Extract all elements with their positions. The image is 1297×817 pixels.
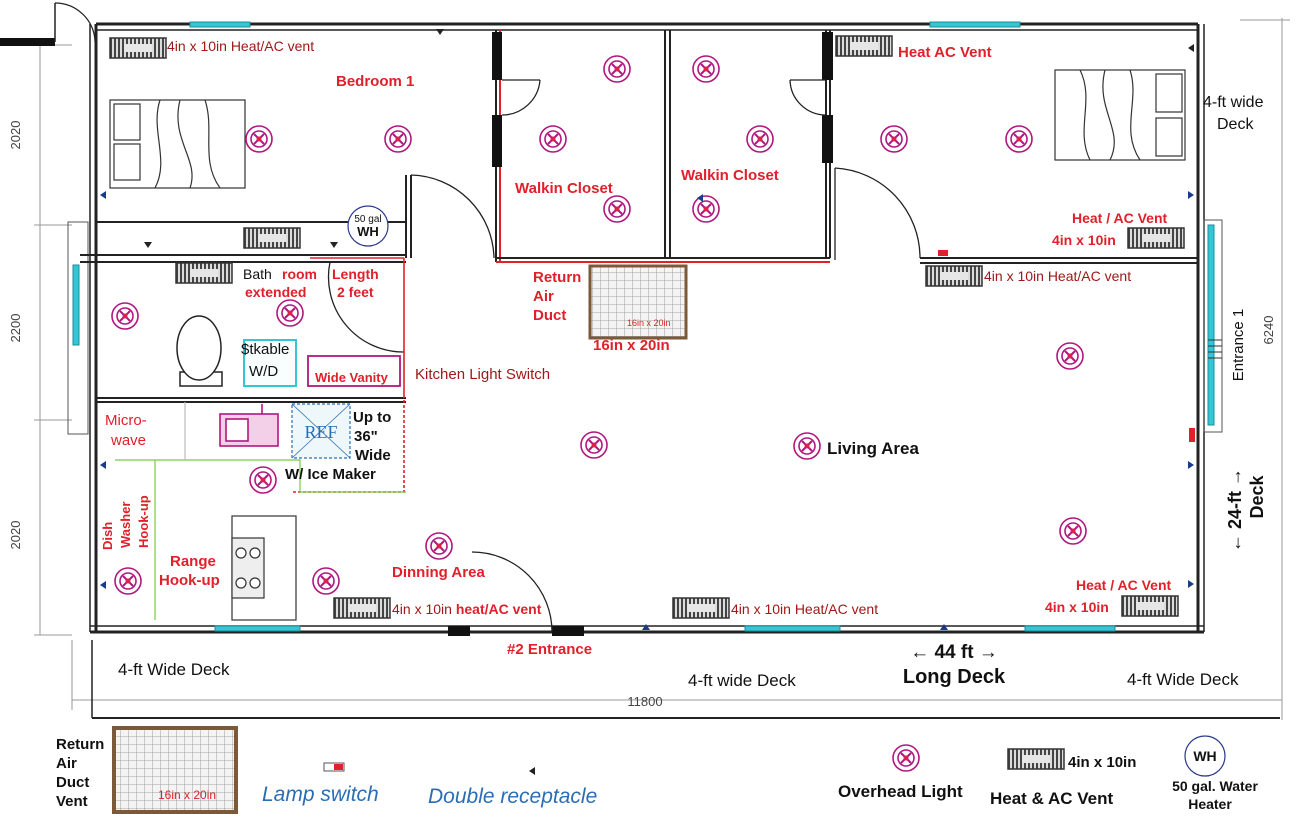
label-bath: Bath — [243, 266, 272, 282]
dim-left-bottom: 2020 — [8, 521, 23, 550]
entrance1-door — [1208, 339, 1222, 359]
label-vent-bottom-mid: 4in x 10in Heat/AC vent — [731, 601, 878, 617]
label-living-area: Living Area — [827, 439, 919, 458]
stackable-wd-box — [243, 339, 297, 387]
label-length-value: 2 feet — [337, 284, 374, 300]
label-dishwasher-1: Dish — [100, 522, 115, 550]
dimension-lines — [34, 18, 1290, 720]
legend-overhead-light: Overhead Light — [838, 782, 963, 801]
label-deck-bottom-left: 4-ft Wide Deck — [118, 660, 230, 679]
legend-heat-ac-size: 4in x 10in — [1068, 754, 1136, 771]
label-entrance2: #2 Entrance — [507, 641, 592, 658]
label-vent-bottom-left: 4in x 10in heat/AC vent — [392, 601, 542, 617]
vanity — [307, 355, 401, 387]
label-long-deck-2: Long Deck — [903, 666, 1006, 688]
door-swings — [327, 79, 921, 633]
label-wide-vanity: Wide Vanity — [315, 370, 389, 385]
label-ref-note-3: Wide — [355, 447, 391, 464]
legend-water-heater-1: 50 gal. Water — [1172, 778, 1258, 794]
label-return-duct-size: 16in x 20in — [593, 337, 670, 354]
legend-return-duct — [112, 726, 238, 814]
receptacles — [100, 29, 1194, 775]
label-room: room — [282, 266, 317, 282]
label-deck-right-side-1: ← 24-ft → — [1225, 468, 1245, 552]
label-return-duct-inner: 16in x 20in — [627, 318, 671, 328]
toilet — [176, 315, 223, 387]
label-ref: REF — [304, 422, 337, 442]
label-bedroom1: Bedroom 1 — [336, 73, 414, 90]
kitchen-sink — [219, 404, 279, 447]
lamp-switches — [323, 250, 1195, 772]
legend-return-1: Return — [56, 736, 104, 753]
dim-right: 6240 — [1261, 316, 1276, 345]
label-stackable: $tkable — [241, 341, 289, 358]
kitchen-counters — [115, 402, 406, 620]
legend-return-3: Duct — [56, 774, 89, 791]
label-ref-note-4: W/ Ice Maker — [285, 466, 376, 483]
label-return-air-1: Return — [533, 269, 581, 286]
label-vent-right-mid-size: 4in x 10in — [1052, 232, 1116, 248]
label-deck-right-top-2: Deck — [1217, 116, 1254, 133]
label-vent-top-left: 4in x 10in Heat/AC vent — [167, 38, 314, 54]
label-length: Length — [332, 266, 379, 282]
label-vent-right-hall: 4in x 10in Heat/AC vent — [984, 268, 1131, 284]
window-frames — [67, 219, 1223, 435]
label-wd: W/D — [249, 363, 278, 380]
legend-wh: WH — [1193, 748, 1216, 764]
label-dishwasher-3: Hook-up — [136, 495, 151, 548]
refrigerator — [291, 403, 351, 459]
wall-stubs — [448, 32, 833, 636]
front-door-swing — [0, 2, 96, 46]
range — [231, 515, 297, 621]
label-vent-bottom-right-size: 4in x 10in — [1045, 599, 1109, 615]
label-ref-note-1: Up to — [353, 409, 391, 426]
bed-right — [1054, 69, 1186, 161]
label-vent-bottom-left-a: 4in x 10in — [392, 601, 452, 617]
water-heater-circle — [347, 205, 389, 247]
label-kitchen-light-switch: Kitchen Light Switch — [415, 366, 550, 383]
label-deck-bottom-mid: 4-ft wide Deck — [688, 671, 796, 690]
dim-left-top: 2020 — [8, 121, 23, 150]
label-return-air-3: Duct — [533, 307, 566, 324]
label-microwave-2: wave — [110, 432, 146, 449]
label-deck-right-side-2: Deck — [1247, 474, 1267, 518]
legend-double-receptacle: Double receptacle — [428, 785, 597, 808]
bed-left — [109, 99, 246, 189]
label-return-air-2: Air — [533, 288, 554, 305]
legend-heat-ac-vent: Heat & AC Vent — [990, 789, 1113, 808]
label-range-1: Range — [170, 553, 216, 570]
label-dinning-area: Dinning Area — [392, 564, 485, 581]
label-long-deck-1: ← 44 ft → — [910, 642, 998, 663]
label-microwave-1: Micro- — [105, 412, 147, 429]
label-wh: WH — [357, 224, 379, 239]
dim-bottom: 11800 — [627, 694, 662, 709]
label-extended: extended — [245, 284, 306, 300]
legend-return-2: Air — [56, 755, 77, 772]
return-air-duct — [588, 264, 688, 340]
label-walkin-closet-left: Walkin Closet — [515, 180, 613, 197]
legend-water-heater-circle — [1184, 735, 1226, 777]
legend-water-heater-2: Heater — [1188, 796, 1232, 812]
dim-left-mid: 2200 — [8, 314, 23, 343]
label-vent-right-mid-title: Heat / AC Vent — [1072, 210, 1168, 226]
legend-return-4: Vent — [56, 793, 88, 810]
label-deck-bottom-right: 4-ft Wide Deck — [1127, 670, 1239, 689]
label-wh-gal: 50 gal — [354, 214, 381, 225]
label-vent-top-right: Heat AC Vent — [898, 44, 992, 61]
label-vent-bottom-left-b: heat/AC vent — [456, 601, 542, 617]
label-range-2: Hook-up — [159, 572, 220, 589]
label-walkin-closet-right: Walkin Closet — [681, 167, 779, 184]
label-deck-right-top-1: 4-ft wide — [1203, 94, 1264, 111]
legend-return-size: 16in x 20in — [158, 788, 216, 802]
label-entrance1: Entrance 1 — [1230, 309, 1247, 382]
label-vent-bottom-right-title: Heat / AC Vent — [1076, 577, 1172, 593]
legend-lamp-switch: Lamp switch — [262, 783, 379, 806]
windows — [72, 21, 1215, 632]
label-ref-note-2: 36" — [354, 428, 378, 445]
label-dishwasher-2: Washer — [118, 502, 133, 548]
